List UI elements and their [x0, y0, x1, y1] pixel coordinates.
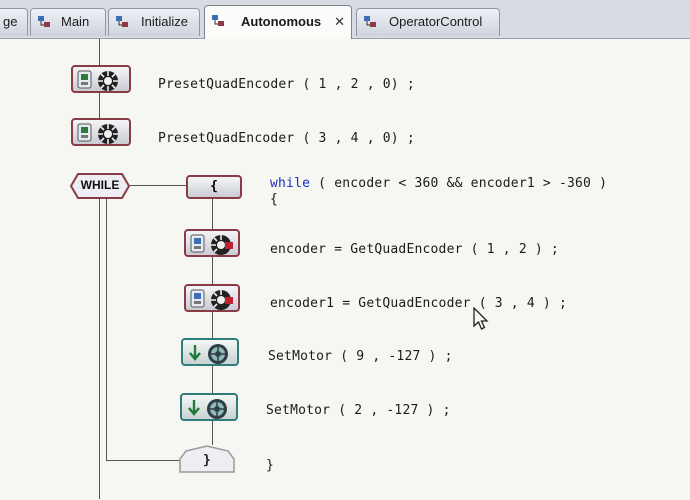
sensor-icon [77, 123, 92, 142]
tab-block-icon [212, 15, 224, 26]
tab-main[interactable]: Main [30, 8, 106, 36]
encoder-dial-icon [211, 235, 233, 255]
while-condition: ( encoder < 360 && encoder1 > -360 ) [310, 176, 608, 191]
get-encoder-block-2[interactable] [184, 284, 240, 312]
mouse-pointer-icon [473, 307, 489, 330]
tab-label: Autonomous [241, 14, 322, 29]
body-flow-line [212, 199, 213, 445]
tab-autonomous[interactable]: Autonomous ✕ [204, 5, 352, 39]
tab-label: Initialize [141, 14, 188, 29]
preset-encoder-block-2[interactable] [71, 118, 131, 146]
brace-label: { [210, 179, 218, 194]
code-line: } [266, 458, 275, 473]
arrow-down-icon [188, 400, 200, 416]
while-keyword: while [270, 176, 311, 191]
while-block[interactable] [70, 173, 130, 199]
while-to-body-line [126, 185, 188, 186]
motor-icon [207, 399, 227, 419]
close-icon[interactable]: ✕ [334, 14, 345, 29]
code-line: { [270, 192, 279, 207]
code-line: SetMotor ( 9 , -127 ) ; [268, 349, 453, 364]
tab-label: OperatorControl [389, 14, 483, 29]
code-line: encoder = GetQuadEncoder ( 1 , 2 ) ; [270, 242, 559, 257]
code-line: SetMotor ( 2 , -127 ) ; [266, 403, 451, 418]
tab-label: ge [3, 14, 18, 29]
motor-icon [208, 344, 228, 364]
code-line: PresetQuadEncoder ( 1 , 2 , 0) ; [158, 77, 415, 92]
brace-label: } [202, 453, 212, 468]
get-encoder-block-1[interactable] [184, 229, 240, 257]
sensor-icon [77, 70, 92, 89]
tab-block-icon [364, 16, 376, 27]
while-open-brace-block[interactable]: { [186, 175, 242, 199]
main-flow-line [99, 199, 100, 499]
encoder-dial-icon [98, 124, 118, 144]
code-line: PresetQuadEncoder ( 3 , 4 , 0) ; [158, 131, 415, 146]
while-loop-bottom-line [106, 460, 180, 461]
while-loop-back-line [106, 199, 107, 461]
sensor-icon [190, 234, 205, 253]
tab-initialize[interactable]: Initialize [108, 8, 200, 36]
code-line: encoder1 = GetQuadEncoder ( 3 , 4 ) ; [270, 296, 567, 311]
tab-block-icon [116, 16, 128, 27]
code-line: while ( encoder < 360 && encoder1 > -360… [270, 176, 607, 191]
encoder-dial-icon [98, 71, 118, 91]
while-close-brace-block[interactable] [178, 445, 236, 473]
flowchart-canvas[interactable]: PresetQuadEncoder ( 1 , 2 , 0) ; PresetQ… [0, 39, 690, 500]
tab-bar: ge Main Initialize Autonomous ✕ Operator… [0, 0, 690, 39]
tab-label: Main [61, 14, 90, 29]
tab-operatorcontrol[interactable]: OperatorControl [356, 8, 500, 36]
sensor-icon [190, 289, 205, 308]
preset-encoder-block-1[interactable] [71, 65, 131, 93]
set-motor-block-1[interactable] [181, 338, 239, 366]
tab-block-icon [38, 16, 50, 27]
tab-ge[interactable]: ge [0, 8, 28, 36]
set-motor-block-2[interactable] [180, 393, 238, 421]
while-label: WHILE [80, 178, 120, 192]
arrow-down-icon [189, 345, 201, 361]
encoder-dial-icon [211, 290, 233, 310]
main-flow-line [99, 39, 100, 84]
